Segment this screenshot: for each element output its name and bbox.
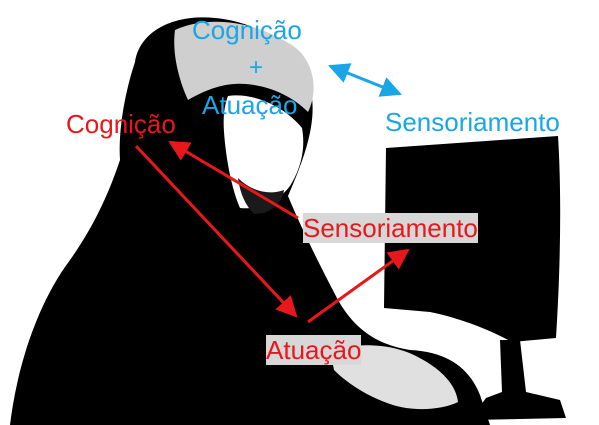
arrow-cognicao-to-atuacao	[134, 144, 298, 318]
person-silhouette	[10, 17, 490, 425]
loop-cognicao-label: Cognição	[66, 109, 176, 139]
top-cognicao-label: Cognição	[192, 15, 302, 45]
arrow-bidirectional-top	[328, 63, 402, 97]
top-atuacao-label: Atuação	[202, 90, 298, 120]
face-highlight	[223, 95, 304, 209]
arrow-sensoriamento-to-cognicao	[168, 140, 299, 220]
monitor-stand	[470, 340, 566, 420]
body-silhouette	[10, 17, 490, 425]
top-sensoriamento-label: Sensoriamento	[385, 107, 560, 137]
hair	[174, 21, 314, 113]
arrow-atuacao-to-sensoriamento	[307, 248, 410, 324]
hands	[330, 345, 458, 410]
top-plus-label: +	[249, 54, 264, 81]
loop-arrows	[134, 140, 410, 324]
loop-sensoriamento-label: Sensoriamento	[303, 213, 478, 243]
loop-atuacao-label: Atuação	[266, 335, 362, 365]
